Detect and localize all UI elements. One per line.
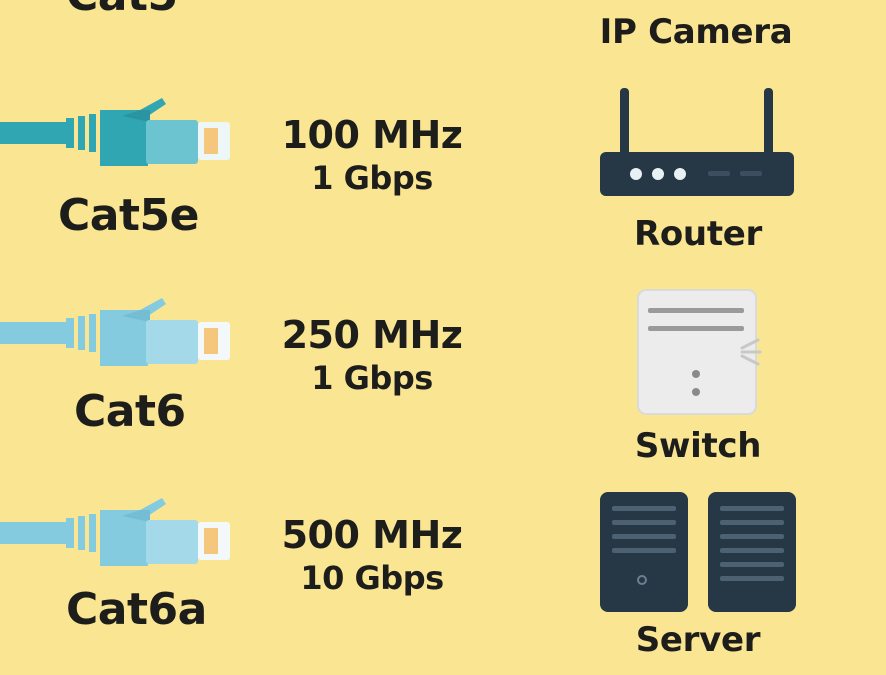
speed-value: 1 Gbps	[311, 359, 433, 397]
cable-label-cat6: Cat6	[74, 386, 186, 437]
router-icon	[598, 88, 796, 200]
spec-cat5e: 100 MHz 1 Gbps	[272, 112, 472, 198]
cable-label-cat6a: Cat6a	[66, 584, 207, 635]
cable-label-cat5e: Cat5e	[58, 190, 199, 241]
device-label-server: Server	[635, 620, 761, 660]
ethernet-cable-icon	[0, 496, 235, 576]
bandwidth-value: 100 MHz	[281, 113, 463, 157]
switch-icon	[636, 288, 766, 418]
ethernet-cable-icon	[0, 296, 235, 376]
device-label-router: Router	[633, 214, 763, 254]
bandwidth-value: 500 MHz	[281, 513, 463, 557]
spec-cat6a: 500 MHz 10 Gbps	[272, 512, 472, 598]
bandwidth-value: 250 MHz	[281, 313, 463, 357]
device-label-switch: Switch	[634, 426, 762, 466]
cable-label-cat5: Cat5	[66, 0, 178, 21]
server-icon	[598, 490, 798, 616]
device-label-ip-camera: IP Camera	[599, 12, 793, 52]
speed-value: 1 Gbps	[311, 159, 433, 197]
speed-value: 10 Gbps	[300, 559, 444, 597]
ethernet-cable-icon	[0, 96, 235, 176]
spec-cat6: 250 MHz 1 Gbps	[272, 312, 472, 398]
